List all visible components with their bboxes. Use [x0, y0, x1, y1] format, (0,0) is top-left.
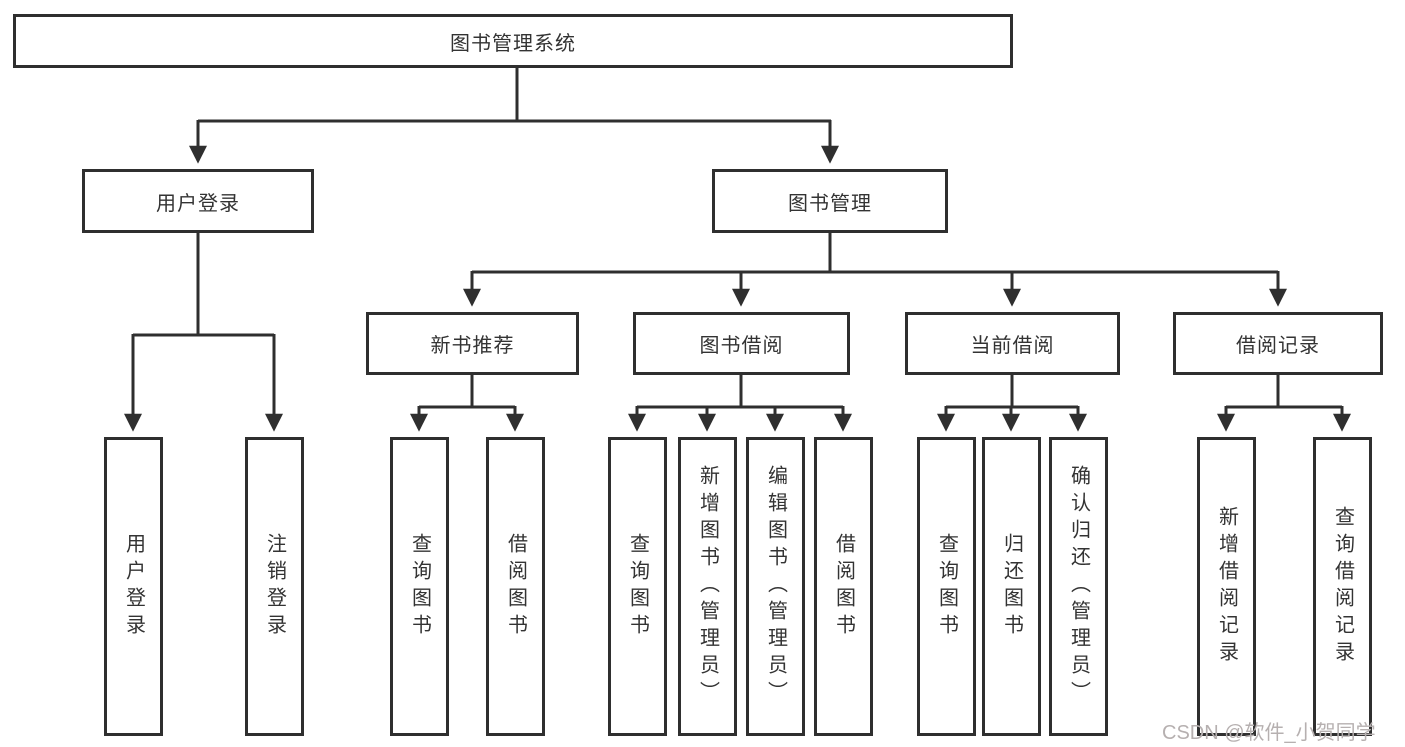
node-new-book-recommend: 新书推荐: [366, 312, 579, 375]
leaf-query-books-borrow: 查询图书: [608, 437, 667, 736]
leaf-logout: 注销登录: [245, 437, 304, 736]
leaf-edit-books-admin: 编辑图书（管理员）: [746, 437, 805, 736]
leaf-label: 借阅图书: [832, 532, 855, 641]
node-book-management: 图书管理: [712, 169, 948, 233]
leaf-label: 新增图书（管理员）: [696, 465, 719, 708]
leaf-add-books-admin: 新增图书（管理员）: [678, 437, 737, 736]
leaf-query-books-current: 查询图书: [917, 437, 976, 736]
leaf-label: 归还图书: [1000, 532, 1023, 641]
leaf-add-borrow-record: 新增借阅记录: [1197, 437, 1256, 736]
leaf-label: 查询借阅记录: [1331, 505, 1354, 668]
leaf-query-borrow-record: 查询借阅记录: [1313, 437, 1372, 736]
node-current-borrowing: 当前借阅: [905, 312, 1120, 375]
leaf-label: 注销登录: [263, 532, 286, 641]
leaf-confirm-return-admin: 确认归还（管理员）: [1049, 437, 1108, 736]
leaf-query-books-recommend: 查询图书: [390, 437, 449, 736]
leaf-label: 借阅图书: [504, 532, 527, 641]
leaf-label: 查询图书: [935, 532, 958, 641]
leaf-borrow-books-recommend: 借阅图书: [486, 437, 545, 736]
leaf-label: 查询图书: [408, 532, 431, 641]
leaf-borrow-books: 借阅图书: [814, 437, 873, 736]
node-user-login: 用户登录: [82, 169, 314, 233]
leaf-label: 编辑图书（管理员）: [764, 465, 787, 708]
node-borrowing-records: 借阅记录: [1173, 312, 1383, 375]
leaf-return-books: 归还图书: [982, 437, 1041, 736]
leaf-label: 用户登录: [122, 532, 145, 641]
leaf-user-login: 用户登录: [104, 437, 163, 736]
csdn-watermark: CSDN @软件_小贺同学: [1162, 722, 1376, 744]
leaf-label: 查询图书: [626, 532, 649, 641]
node-book-borrowing: 图书借阅: [633, 312, 850, 375]
node-root-system: 图书管理系统: [13, 14, 1013, 68]
leaf-label: 确认归还（管理员）: [1067, 465, 1090, 708]
leaf-label: 新增借阅记录: [1215, 505, 1238, 668]
